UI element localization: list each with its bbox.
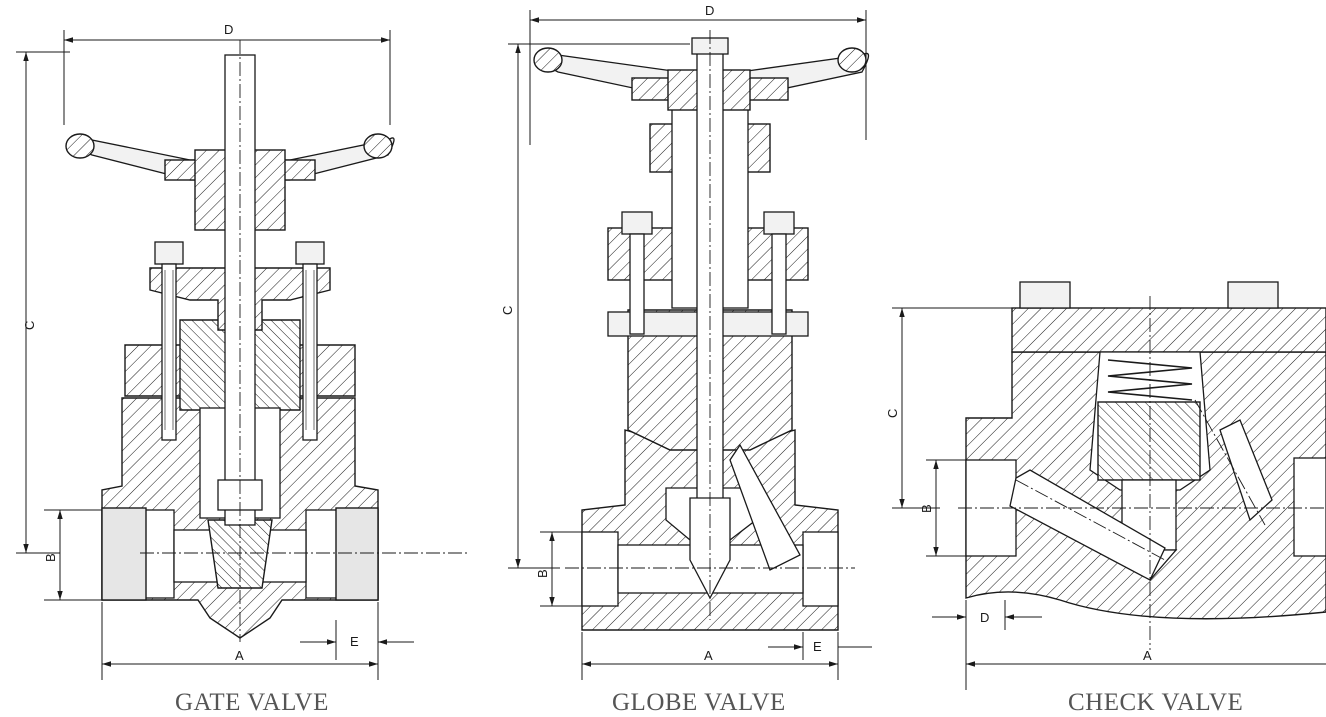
globe-valve-bolt-left: [621, 211, 653, 235]
check-dim-d: D: [980, 610, 989, 625]
gate-valve-bolt-right: [295, 241, 325, 265]
check-valve-cover: [1011, 307, 1326, 353]
check-dim-c: C: [885, 409, 900, 418]
check-valve-dimensions: C B D A CHECK VALVE: [885, 307, 1326, 716]
gate-valve-drawing: [65, 40, 470, 642]
gate-dim-a: A: [235, 648, 244, 663]
check-dim-a: A: [1143, 648, 1152, 663]
gate-dim-b: B: [43, 553, 58, 562]
globe-dim-e: E: [813, 639, 822, 654]
check-dim-b: B: [919, 504, 934, 513]
gate-dim-d: D: [224, 22, 233, 37]
globe-valve-drawing: [533, 30, 870, 631]
globe-valve-bolt-right: [763, 211, 795, 235]
globe-dim-c: C: [500, 306, 515, 315]
check-valve-bolt-right: [1227, 281, 1279, 309]
gate-dim-c: C: [22, 321, 37, 330]
gate-valve-bolt-left: [154, 241, 184, 265]
check-valve-caption: CHECK VALVE: [1068, 689, 1243, 716]
check-valve-piston: [1097, 401, 1201, 481]
globe-dim-a: A: [704, 648, 713, 663]
globe-valve-caption: GLOBE VALVE: [612, 689, 786, 716]
check-valve-drawing: [958, 281, 1326, 650]
gate-dim-e: E: [350, 634, 359, 649]
gate-valve-dimensions: D C B A E GATE VALVE: [16, 22, 414, 716]
globe-dim-d: D: [705, 3, 714, 18]
check-valve-bolt-left: [1019, 281, 1071, 309]
globe-dim-b: B: [535, 569, 550, 578]
globe-valve-dimensions: D C B A E GLOBE VALVE: [500, 3, 872, 716]
gate-valve-caption: GATE VALVE: [175, 689, 329, 716]
